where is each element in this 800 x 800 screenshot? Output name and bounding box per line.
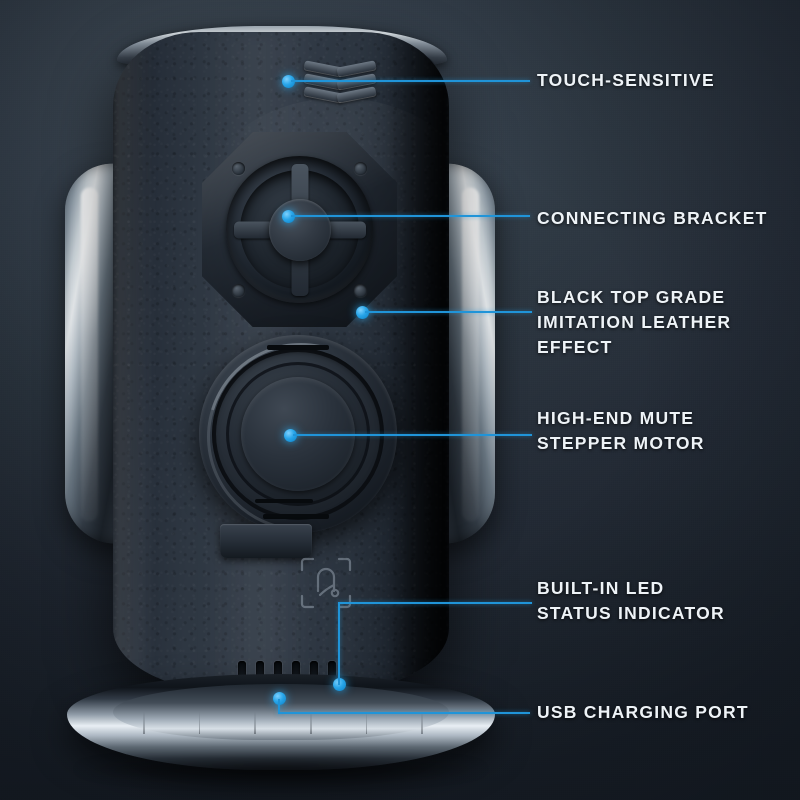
touch-sensor-chevrons-icon xyxy=(303,60,377,108)
arm-highlight-right xyxy=(462,187,479,522)
motor-notch xyxy=(263,514,329,519)
callout-label-leather-effect: BLACK TOP GRADE IMITATION LEATHER EFFECT xyxy=(537,287,732,357)
callout-dot-touch-sensitive xyxy=(282,75,295,88)
chrome-base-seams xyxy=(143,712,423,734)
callout-line-leather-effect xyxy=(365,311,532,313)
callout-line-usb-vertical xyxy=(278,699,280,714)
bracket-screw xyxy=(232,284,245,297)
callout-label-stepper-motor: HIGH-END MUTE STEPPER MOTOR xyxy=(537,408,705,453)
bracket-screw xyxy=(354,284,367,297)
callout-line-connecting-bracket xyxy=(291,215,530,217)
callout-dot-connecting-bracket xyxy=(282,210,295,223)
callout-line-stepper-motor xyxy=(293,434,532,436)
callout-label-usb-port: USB CHARGING PORT xyxy=(537,702,749,722)
callout-dot-usb-port xyxy=(273,692,286,705)
bracket-screw xyxy=(232,162,245,175)
motor-notch xyxy=(267,345,329,350)
base-drop-shadow xyxy=(75,754,487,784)
callout-line-led-vertical xyxy=(338,603,340,685)
callout-line-touch-sensitive xyxy=(291,80,530,82)
bracket-screw xyxy=(354,162,367,175)
product-image xyxy=(55,12,505,784)
callout-line-usb-horizontal xyxy=(278,712,530,714)
motor-notch xyxy=(255,499,313,503)
arm-highlight-left xyxy=(81,187,98,522)
bracket-center-hub xyxy=(268,198,331,261)
ventilation-slots xyxy=(238,661,336,681)
callout-label-connecting-bracket: CONNECTING BRACKET xyxy=(537,208,768,228)
callout-label-touch-sensitive: TOUCH-SENSITIVE xyxy=(537,70,715,90)
wireless-charging-logo-icon xyxy=(300,557,352,609)
callout-line-led-horizontal xyxy=(338,602,532,604)
body-left-edge-light xyxy=(113,32,155,692)
callout-label-led-indicator: BUILT-IN LED STATUS INDICATOR xyxy=(537,578,725,623)
callout-dot-leather-effect xyxy=(356,306,369,319)
callout-dot-stepper-motor xyxy=(284,429,297,442)
body-right-edge-shadow xyxy=(385,32,449,692)
connecting-bracket-part xyxy=(202,132,397,327)
motor-lower-tab xyxy=(220,524,312,558)
